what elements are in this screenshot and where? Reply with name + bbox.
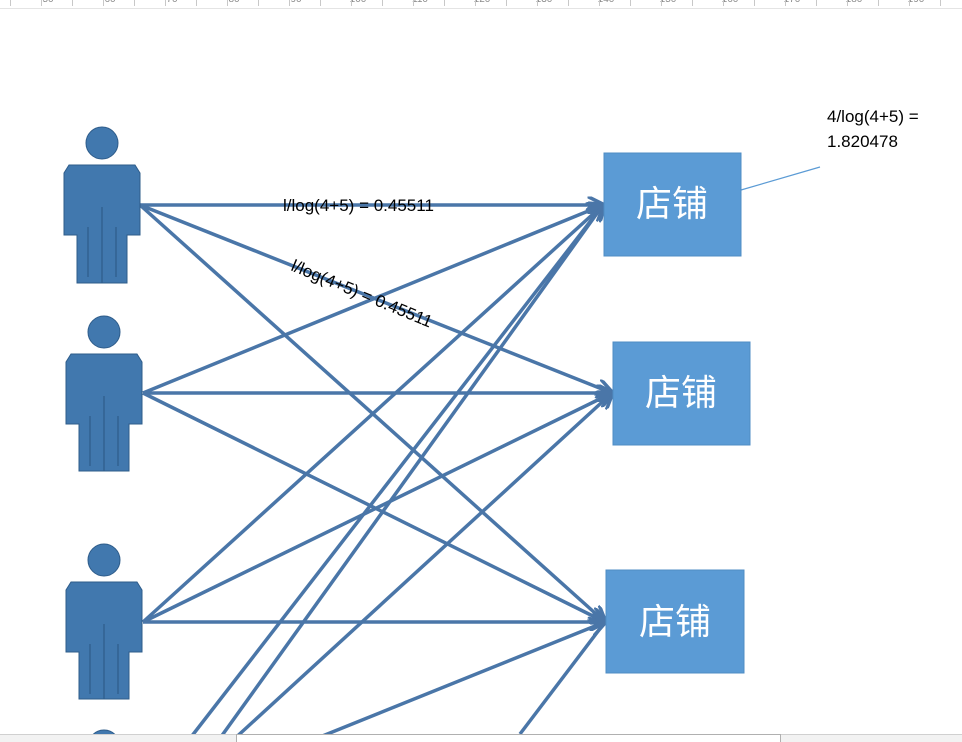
ruler-label: 100	[350, 0, 367, 5]
ruler-label: 70	[166, 0, 177, 5]
ruler-tick	[444, 0, 445, 6]
ruler-tick	[475, 0, 476, 6]
ruler-tick	[165, 0, 166, 6]
person-icon	[65, 315, 143, 472]
bottom-panel	[236, 734, 781, 742]
ruler-tick	[196, 0, 197, 6]
edge-label: l/log(4+5) = 0.45511	[288, 256, 435, 331]
edge-user4-store3	[309, 622, 605, 741]
person-icon	[65, 543, 143, 700]
edge-user4-store2	[230, 393, 612, 741]
ruler-tick	[847, 0, 848, 6]
person-icon	[63, 126, 141, 284]
ruler-tick	[692, 0, 693, 6]
ruler-tick	[351, 0, 352, 6]
edge-user2-store1	[142, 205, 603, 395]
ruler-tick	[289, 0, 290, 6]
ruler-tick	[382, 0, 383, 6]
ruler-tick	[227, 0, 228, 6]
callout-line-1: 4/log(4+5) =	[827, 107, 919, 126]
ruler-tick	[599, 0, 600, 6]
edge-user3-store1	[141, 205, 603, 624]
ruler-label: 110	[412, 0, 428, 5]
ruler-tick	[413, 0, 414, 6]
store-label: 店铺	[639, 602, 711, 643]
ruler-label: 150	[660, 0, 677, 5]
ruler-tick	[785, 0, 786, 6]
ruler-tick	[258, 0, 259, 6]
ruler: 50 60 70 80 90 100 110 120 130 140 150 160 170 180 190	[0, 0, 962, 9]
store-node[interactable]: 店铺	[603, 152, 742, 257]
store-box	[612, 341, 751, 446]
edge-label: l/log(4+5) = 0.45511	[283, 196, 434, 215]
ruler-tick	[537, 0, 538, 6]
ruler-label: 90	[290, 0, 301, 5]
callout-line-2: 1.820478	[827, 132, 898, 151]
store-label: 店铺	[636, 184, 708, 225]
ruler-tick	[909, 0, 910, 6]
ruler-label: 130	[536, 0, 553, 5]
ruler-label: 60	[104, 0, 115, 5]
edge-user3-store2	[142, 393, 612, 624]
edge-user4-store3b	[518, 620, 607, 736]
store-box	[605, 569, 745, 674]
ruler-tick	[41, 0, 42, 6]
ruler-label: 180	[846, 0, 863, 5]
ruler-label: 80	[228, 0, 239, 5]
ruler-tick	[506, 0, 507, 6]
ruler-label: 190	[908, 0, 925, 5]
ruler-tick	[878, 0, 879, 6]
ruler-tick	[72, 0, 73, 6]
ruler-tick	[568, 0, 569, 6]
ruler-label: 140	[598, 0, 615, 5]
ruler-tick	[754, 0, 755, 6]
ruler-label: 120	[474, 0, 491, 5]
callout-text: 4/log(4+5) = 1.820478	[827, 104, 957, 154]
ruler-tick	[103, 0, 104, 6]
ruler-tick	[816, 0, 817, 6]
ruler-tick	[10, 0, 11, 6]
store-node[interactable]: 店铺	[605, 569, 745, 674]
store-node[interactable]: 店铺	[612, 341, 751, 446]
ruler-tick	[661, 0, 662, 6]
stores: 店铺 店铺 店铺	[603, 152, 751, 674]
ruler-tick	[940, 0, 941, 6]
persons	[63, 126, 143, 741]
ruler-tick	[320, 0, 321, 6]
ruler-label: 160	[722, 0, 739, 5]
edges	[138, 203, 612, 741]
ruler-tick	[134, 0, 135, 6]
callout-leader-line	[740, 166, 821, 191]
edge-user4-store1b	[216, 203, 605, 741]
ruler-tick	[723, 0, 724, 6]
ruler-label: 50	[42, 0, 53, 5]
ruler-tick	[630, 0, 631, 6]
store-label: 店铺	[645, 373, 717, 414]
ruler-label: 170	[784, 0, 801, 5]
store-box	[603, 152, 742, 257]
edge-user4-store1	[186, 205, 603, 741]
